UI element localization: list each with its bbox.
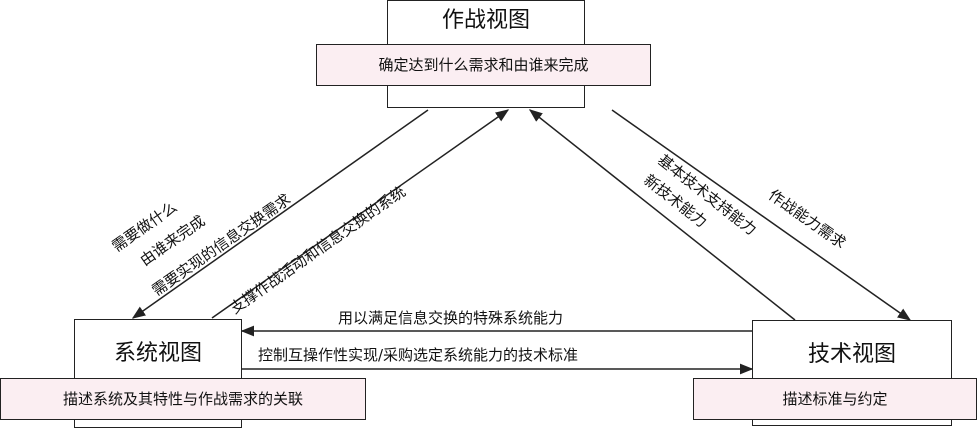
edge-label-tech-to-sys: 用以满足信息交换的特殊系统能力 xyxy=(338,309,564,327)
system-view-desc: 描述系统及其特性与作战需求的关联 xyxy=(0,378,366,420)
system-view-title: 系统视图 xyxy=(113,341,202,366)
edge-label-sys-to-tech: 控制互操作性实现/采购选定系统能力的技术标准 xyxy=(258,346,579,364)
technical-view-title: 技术视图 xyxy=(807,342,896,367)
arrow-tech-to-op xyxy=(528,109,796,321)
operational-view-title: 作战视图 xyxy=(441,8,530,33)
operational-view-desc: 确定达到什么需求和由谁来完成 xyxy=(316,44,651,86)
arrow-op-to-sys xyxy=(131,109,429,319)
technical-view-desc: 描述标准与约定 xyxy=(693,378,977,420)
arrow-op-to-tech xyxy=(611,109,912,321)
arrow-sys-to-op xyxy=(211,109,510,319)
